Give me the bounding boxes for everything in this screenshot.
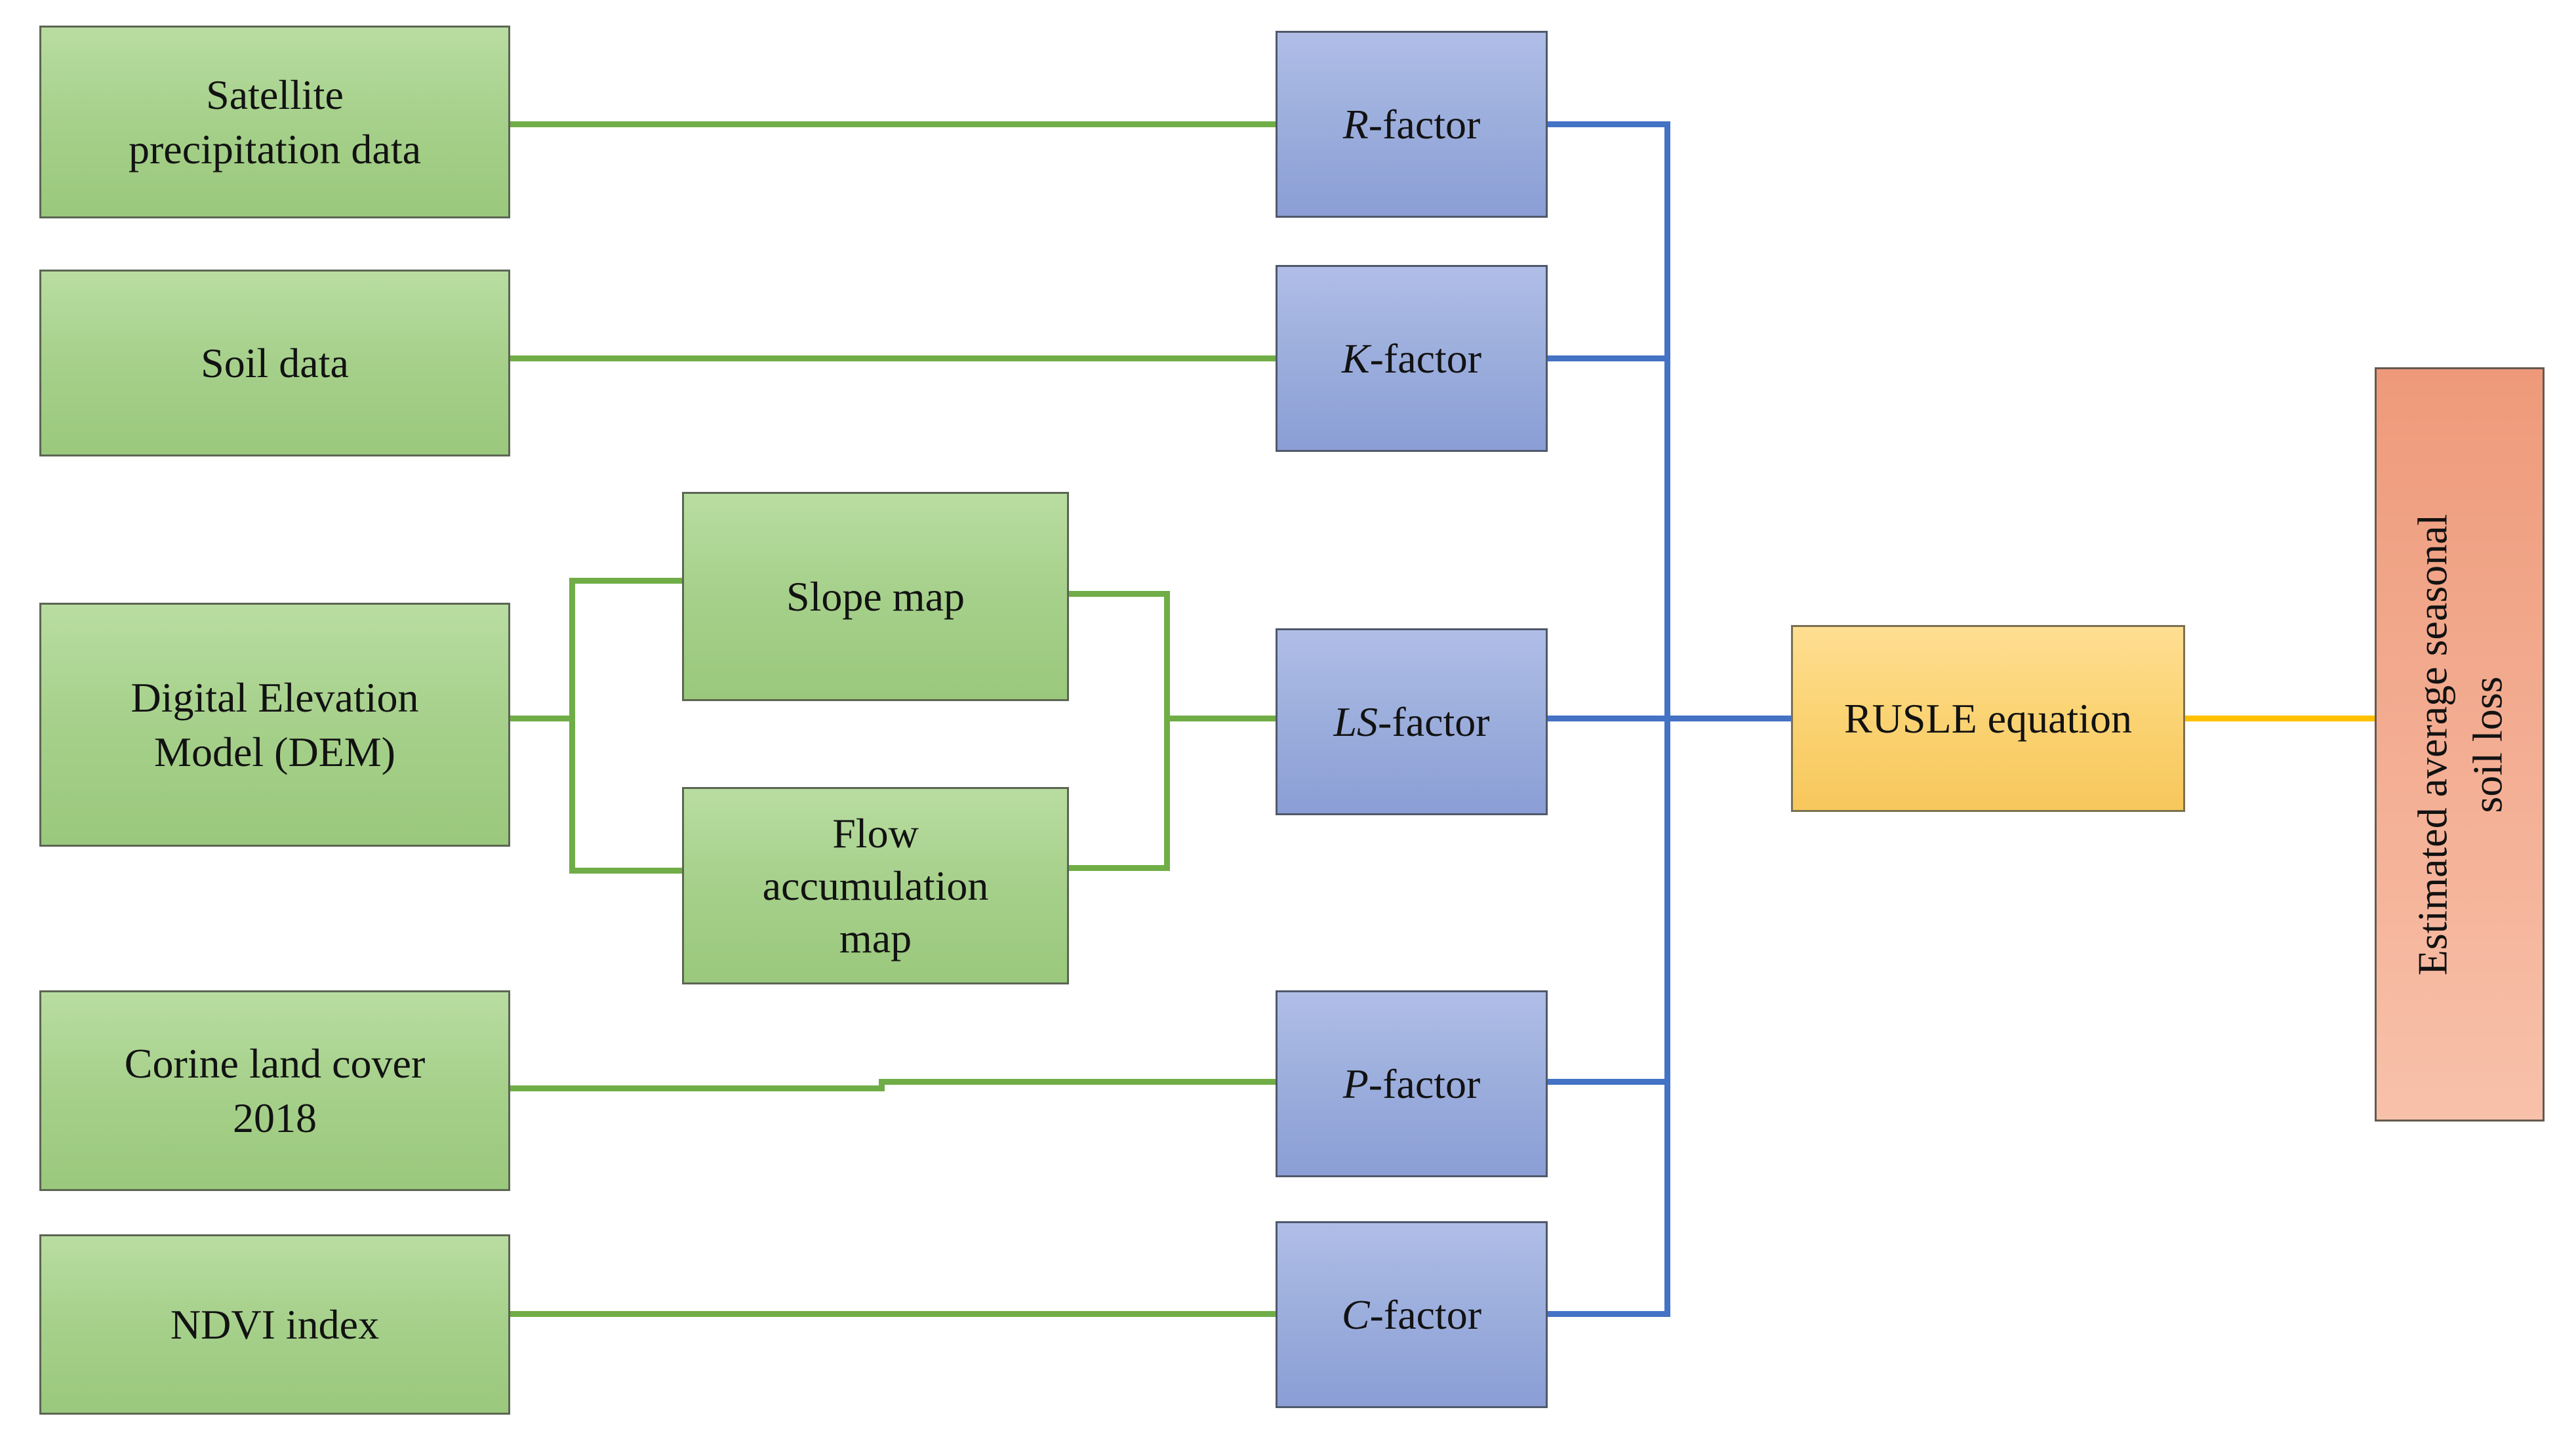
- connector-satellite-to-r-factor: [510, 121, 1276, 127]
- node-label-line: soil loss: [2463, 676, 2510, 813]
- node-label-line: Flow: [832, 809, 919, 857]
- node-label-line: precipitation data: [128, 126, 422, 172]
- connector-corine-to-p-factor-segment2: [879, 1079, 1276, 1085]
- connector-flow-map-to-merge: [1069, 865, 1167, 871]
- node-r-factor: R-factor: [1276, 31, 1548, 218]
- rotated-label: Estimated average seasonal soil loss: [2377, 367, 2543, 1122]
- connector-merge-vertical: [1164, 591, 1170, 871]
- factor-suffix: -factor: [1369, 1291, 1482, 1338]
- node-ndvi-index: NDVI index: [39, 1234, 510, 1415]
- factor-suffix: -factor: [1369, 334, 1482, 382]
- node-label-line: Corine land cover: [124, 1040, 426, 1087]
- node-label-line: NDVI index: [170, 1301, 380, 1348]
- node-k-factor: K-factor: [1276, 265, 1548, 452]
- node-estimated-average-seasonal-soil-loss: Estimated average seasonal soil loss: [2375, 367, 2545, 1122]
- node-c-factor: C-factor: [1276, 1221, 1548, 1408]
- node-label-line: Digital Elevation: [131, 674, 419, 721]
- connector-p-factor-to-trunk: [1548, 1079, 1670, 1085]
- node-rusle-equation: RUSLE equation: [1791, 625, 2185, 812]
- node-p-factor: P-factor: [1276, 990, 1548, 1177]
- factor-suffix: -factor: [1368, 100, 1481, 148]
- connector-dem-to-split: [510, 716, 572, 721]
- factor-symbol: LS: [1333, 698, 1379, 745]
- factor-symbol: P: [1342, 1060, 1369, 1107]
- factor-suffix: -factor: [1368, 1060, 1481, 1107]
- connector-ls-factor-to-rusle: [1548, 716, 1791, 721]
- node-flow-accumulation-map: Flow accumulation map: [682, 787, 1069, 984]
- node-corine-land-cover-2018: Corine land cover 2018: [39, 990, 510, 1191]
- connector-k-factor-to-trunk: [1548, 355, 1670, 361]
- node-label-line: Estimated average seasonal: [2409, 514, 2456, 975]
- connector-corine-to-p-factor-segment1: [510, 1085, 885, 1091]
- connector-corine-to-p-factor-jog: [879, 1079, 885, 1091]
- node-ls-factor: LS-factor: [1276, 628, 1548, 815]
- connector-soil-to-k-factor: [510, 355, 1276, 361]
- connector-split-to-flow-map: [569, 868, 682, 874]
- connector-c-factor-to-trunk: [1548, 1311, 1670, 1317]
- node-label-line: Satellite: [206, 71, 344, 118]
- node-satellite-precipitation-data: Satellite precipitation data: [39, 26, 510, 218]
- node-label-line: Model (DEM): [154, 729, 395, 775]
- connector-r-factor-to-trunk: [1548, 121, 1670, 127]
- node-label-line: map: [839, 914, 912, 961]
- node-label-line: 2018: [233, 1095, 317, 1141]
- connector-merge-to-ls-factor: [1164, 716, 1276, 721]
- connector-rusle-to-output: [2185, 716, 2375, 721]
- factor-suffix: -factor: [1378, 698, 1490, 745]
- node-digital-elevation-model: Digital Elevation Model (DEM): [39, 603, 510, 847]
- node-label-line: Soil data: [201, 339, 349, 386]
- node-label-line: Slope map: [786, 573, 965, 620]
- node-slope-map: Slope map: [682, 492, 1069, 701]
- node-label-line: accumulation: [762, 862, 989, 909]
- factor-symbol: R: [1342, 100, 1369, 148]
- connector-split-vertical: [569, 578, 575, 874]
- connector-split-to-slope-map: [569, 578, 682, 584]
- factor-symbol: C: [1341, 1291, 1370, 1338]
- node-label-line: RUSLE equation: [1843, 695, 2133, 742]
- connector-ndvi-to-c-factor: [510, 1311, 1276, 1317]
- node-soil-data: Soil data: [39, 270, 510, 456]
- connector-slope-map-to-merge: [1069, 591, 1167, 597]
- factor-symbol: K: [1341, 334, 1370, 382]
